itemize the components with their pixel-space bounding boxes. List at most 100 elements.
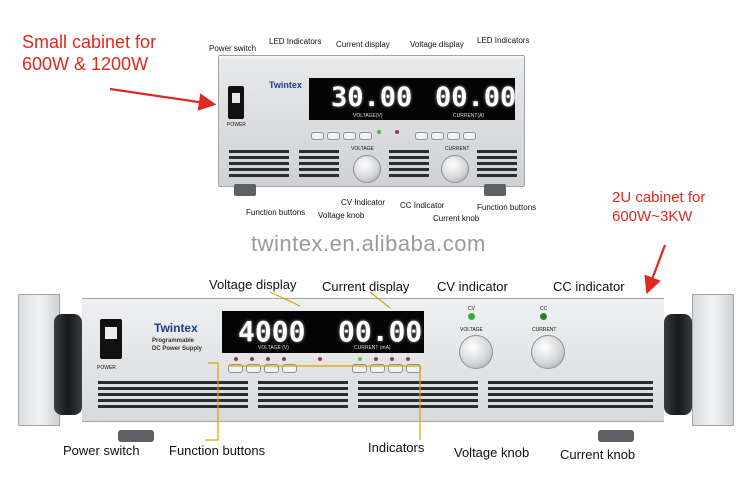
small-function-button[interactable] [343, 132, 356, 140]
large-function-button[interactable] [282, 364, 297, 373]
large-label-current-knob: Current knob [560, 447, 636, 462]
large-vent [98, 381, 248, 411]
small-label-power-switch: Power switch [209, 44, 257, 53]
large-function-button[interactable] [388, 364, 403, 373]
small-indicator-led [395, 130, 399, 134]
subtitle-line: DC Power Supply [152, 346, 203, 352]
small-function-button[interactable] [311, 132, 324, 140]
small-vent-left [229, 150, 289, 177]
large-power-text: POWER [97, 365, 116, 371]
small-vent-right [477, 150, 517, 177]
small-foot [234, 184, 256, 196]
large-cc-text: CC [540, 306, 548, 312]
large-label-voltage-display: Voltage display [209, 277, 297, 292]
small-power-switch[interactable] [228, 86, 244, 119]
large-voltage-knob-label: VOLTAGE [460, 327, 483, 333]
large-current-unit: CURRENT (mA) [354, 345, 391, 351]
small-cabinet: POWER Twintex 30.00 00.00 VOLTAGE(V) CUR… [218, 55, 525, 187]
small-brand-logo: Twintex [269, 80, 302, 90]
small-function-button[interactable] [415, 132, 428, 140]
large-indicator-led [390, 357, 394, 361]
large-indicator-led [374, 357, 378, 361]
large-indicator-led [406, 357, 410, 361]
large-current-readout: 00.00 [338, 315, 423, 348]
watermark: twintex.en.alibaba.com [251, 231, 486, 256]
arrow-to-large-cabinet [644, 244, 667, 295]
small-current-knob-label: CURRENT [445, 146, 470, 152]
leader-current-display [369, 291, 391, 309]
callout-line: 2U cabinet for [612, 189, 706, 206]
subtitle-line: Programmable [152, 338, 195, 344]
large-function-button[interactable] [370, 364, 385, 373]
large-label-voltage-knob: Voltage knob [454, 445, 530, 460]
handle-left [54, 314, 82, 415]
small-label-cc-indicator: CC Indicator [400, 201, 445, 210]
large-label-power-switch: Power switch [63, 443, 140, 458]
large-current-knob[interactable] [531, 335, 565, 369]
small-display-panel: 30.00 00.00 VOLTAGE(V) CURRENT(A) [309, 78, 516, 120]
large-cv-led [468, 313, 475, 320]
large-label-cv-indicator: CV indicator [437, 279, 508, 294]
callout-line: Small cabinet for [22, 32, 157, 52]
small-label-voltage-knob: Voltage knob [318, 211, 365, 220]
small-voltage-knob[interactable] [353, 155, 381, 183]
small-function-button[interactable] [447, 132, 460, 140]
large-indicator-led [282, 357, 286, 361]
large-indicator-led [318, 357, 322, 361]
large-label-function-buttons: Function buttons [169, 443, 266, 458]
handle-right [664, 314, 692, 415]
callout-line: 600W & 1200W [22, 54, 149, 74]
large-cv-text: CV [468, 306, 475, 312]
large-vent [358, 381, 478, 411]
large-subtitle: Programmable DC Power Supply [152, 337, 202, 353]
small-function-button[interactable] [359, 132, 372, 140]
arrow-to-small-cabinet [109, 87, 217, 111]
large-vent [258, 381, 348, 411]
small-voltage-unit: VOLTAGE(V) [353, 113, 383, 119]
small-label-current-display: Current display [336, 40, 390, 49]
small-indicator-led [377, 130, 381, 134]
small-label-function-buttons-right: Function buttons [477, 203, 537, 212]
large-cc-led [540, 313, 547, 320]
large-current-knob-label: CURRENT [532, 327, 557, 333]
large-indicator-led [234, 357, 238, 361]
small-voltage-knob-label: VOLTAGE [351, 146, 374, 152]
large-brand-logo: Twintex [154, 321, 198, 335]
leader-voltage-display [269, 291, 301, 307]
small-function-button[interactable] [463, 132, 476, 140]
large-label-cc-indicator: CC indicator [553, 279, 625, 294]
large-voltage-readout: 4000 [238, 315, 306, 348]
large-label-indicators: Indicators [368, 440, 425, 455]
large-function-button[interactable] [264, 364, 279, 373]
small-label-cv-indicator: CV Indicator [341, 198, 386, 207]
small-label-current-knob: Current knob [433, 214, 480, 223]
large-foot [598, 430, 634, 442]
small-function-button[interactable] [431, 132, 444, 140]
large-vent [488, 381, 653, 411]
small-function-button[interactable] [327, 132, 340, 140]
small-label-voltage-display: Voltage display [410, 40, 464, 49]
large-voltage-knob[interactable] [459, 335, 493, 369]
small-label-function-buttons-left: Function buttons [246, 208, 306, 217]
small-current-knob[interactable] [441, 155, 469, 183]
large-foot [118, 430, 154, 442]
leader-function-buttons [205, 362, 219, 441]
large-function-button[interactable] [228, 364, 243, 373]
small-cabinet-callout: Small cabinet for 600W & 1200W [22, 31, 156, 75]
large-indicator-led [266, 357, 270, 361]
large-indicator-led [250, 357, 254, 361]
small-label-led-right: LED Indicators [477, 36, 530, 45]
small-vent-mid [299, 150, 339, 177]
callout-line: 600W~3KW [612, 208, 693, 225]
large-function-button[interactable] [246, 364, 261, 373]
small-label-led-left: LED Indicators [269, 37, 322, 46]
large-function-button[interactable] [352, 364, 367, 373]
rack-ear-right [692, 294, 734, 426]
small-vent-mid2 [389, 150, 429, 177]
small-power-text: POWER [227, 122, 246, 128]
large-indicator-led [358, 357, 362, 361]
small-current-unit: CURRENT(A) [453, 113, 485, 119]
large-power-switch[interactable] [100, 319, 122, 359]
small-foot [484, 184, 506, 196]
